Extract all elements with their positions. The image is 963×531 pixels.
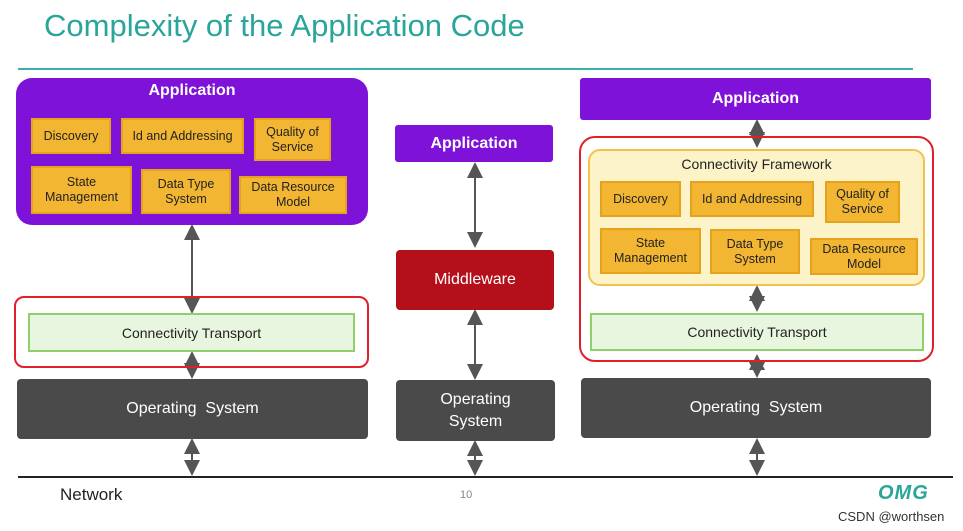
- right-operating-system: Operating System: [581, 378, 931, 438]
- right-data-resource-model-box: Data Resource Model: [810, 238, 918, 275]
- connectivity-framework-label: Connectivity Framework: [681, 156, 832, 172]
- middle-os-line1: Operating: [440, 390, 511, 408]
- right-discovery-box: Discovery: [600, 181, 681, 217]
- middleware-box: Middleware: [396, 250, 554, 310]
- left-data-type-system-box: Data Type System: [141, 169, 231, 214]
- left-connectivity-transport: Connectivity Transport: [28, 313, 355, 352]
- left-discovery-box: Discovery: [31, 118, 111, 154]
- right-state-management-box: State Management: [600, 228, 701, 274]
- slide-title: Complexity of the Application Code: [44, 8, 525, 43]
- page-number: 10: [460, 489, 473, 501]
- network-label: Network: [60, 485, 123, 504]
- right-framework-highlight: [579, 136, 934, 362]
- left-operating-system: Operating System: [17, 379, 368, 439]
- left-transport-highlight: [14, 296, 369, 368]
- right-data-type-system-box: Data Type System: [710, 229, 800, 274]
- left-data-resource-model-box: Data Resource Model: [239, 176, 347, 214]
- left-state-management-box: State Management: [31, 166, 132, 214]
- left-application-label: Application: [148, 82, 236, 99]
- right-application: Application: [580, 78, 931, 120]
- right-connectivity-transport: Connectivity Transport: [590, 313, 924, 351]
- middle-os-line2: System: [448, 412, 503, 430]
- watermark: CSDN @worthsen: [838, 509, 945, 524]
- network-line: [18, 476, 953, 478]
- right-quality-of-service-box: Quality of Service: [825, 181, 900, 223]
- right-id-addressing-box: Id and Addressing: [690, 181, 814, 217]
- middle-application: Application: [395, 125, 553, 162]
- omg-logo: OMG: [878, 482, 929, 504]
- left-id-addressing-box: Id and Addressing: [121, 118, 244, 154]
- title-divider: [18, 68, 913, 70]
- middle-operating-system: Operating System: [396, 380, 555, 441]
- left-quality-of-service-box: Quality of Service: [254, 118, 331, 161]
